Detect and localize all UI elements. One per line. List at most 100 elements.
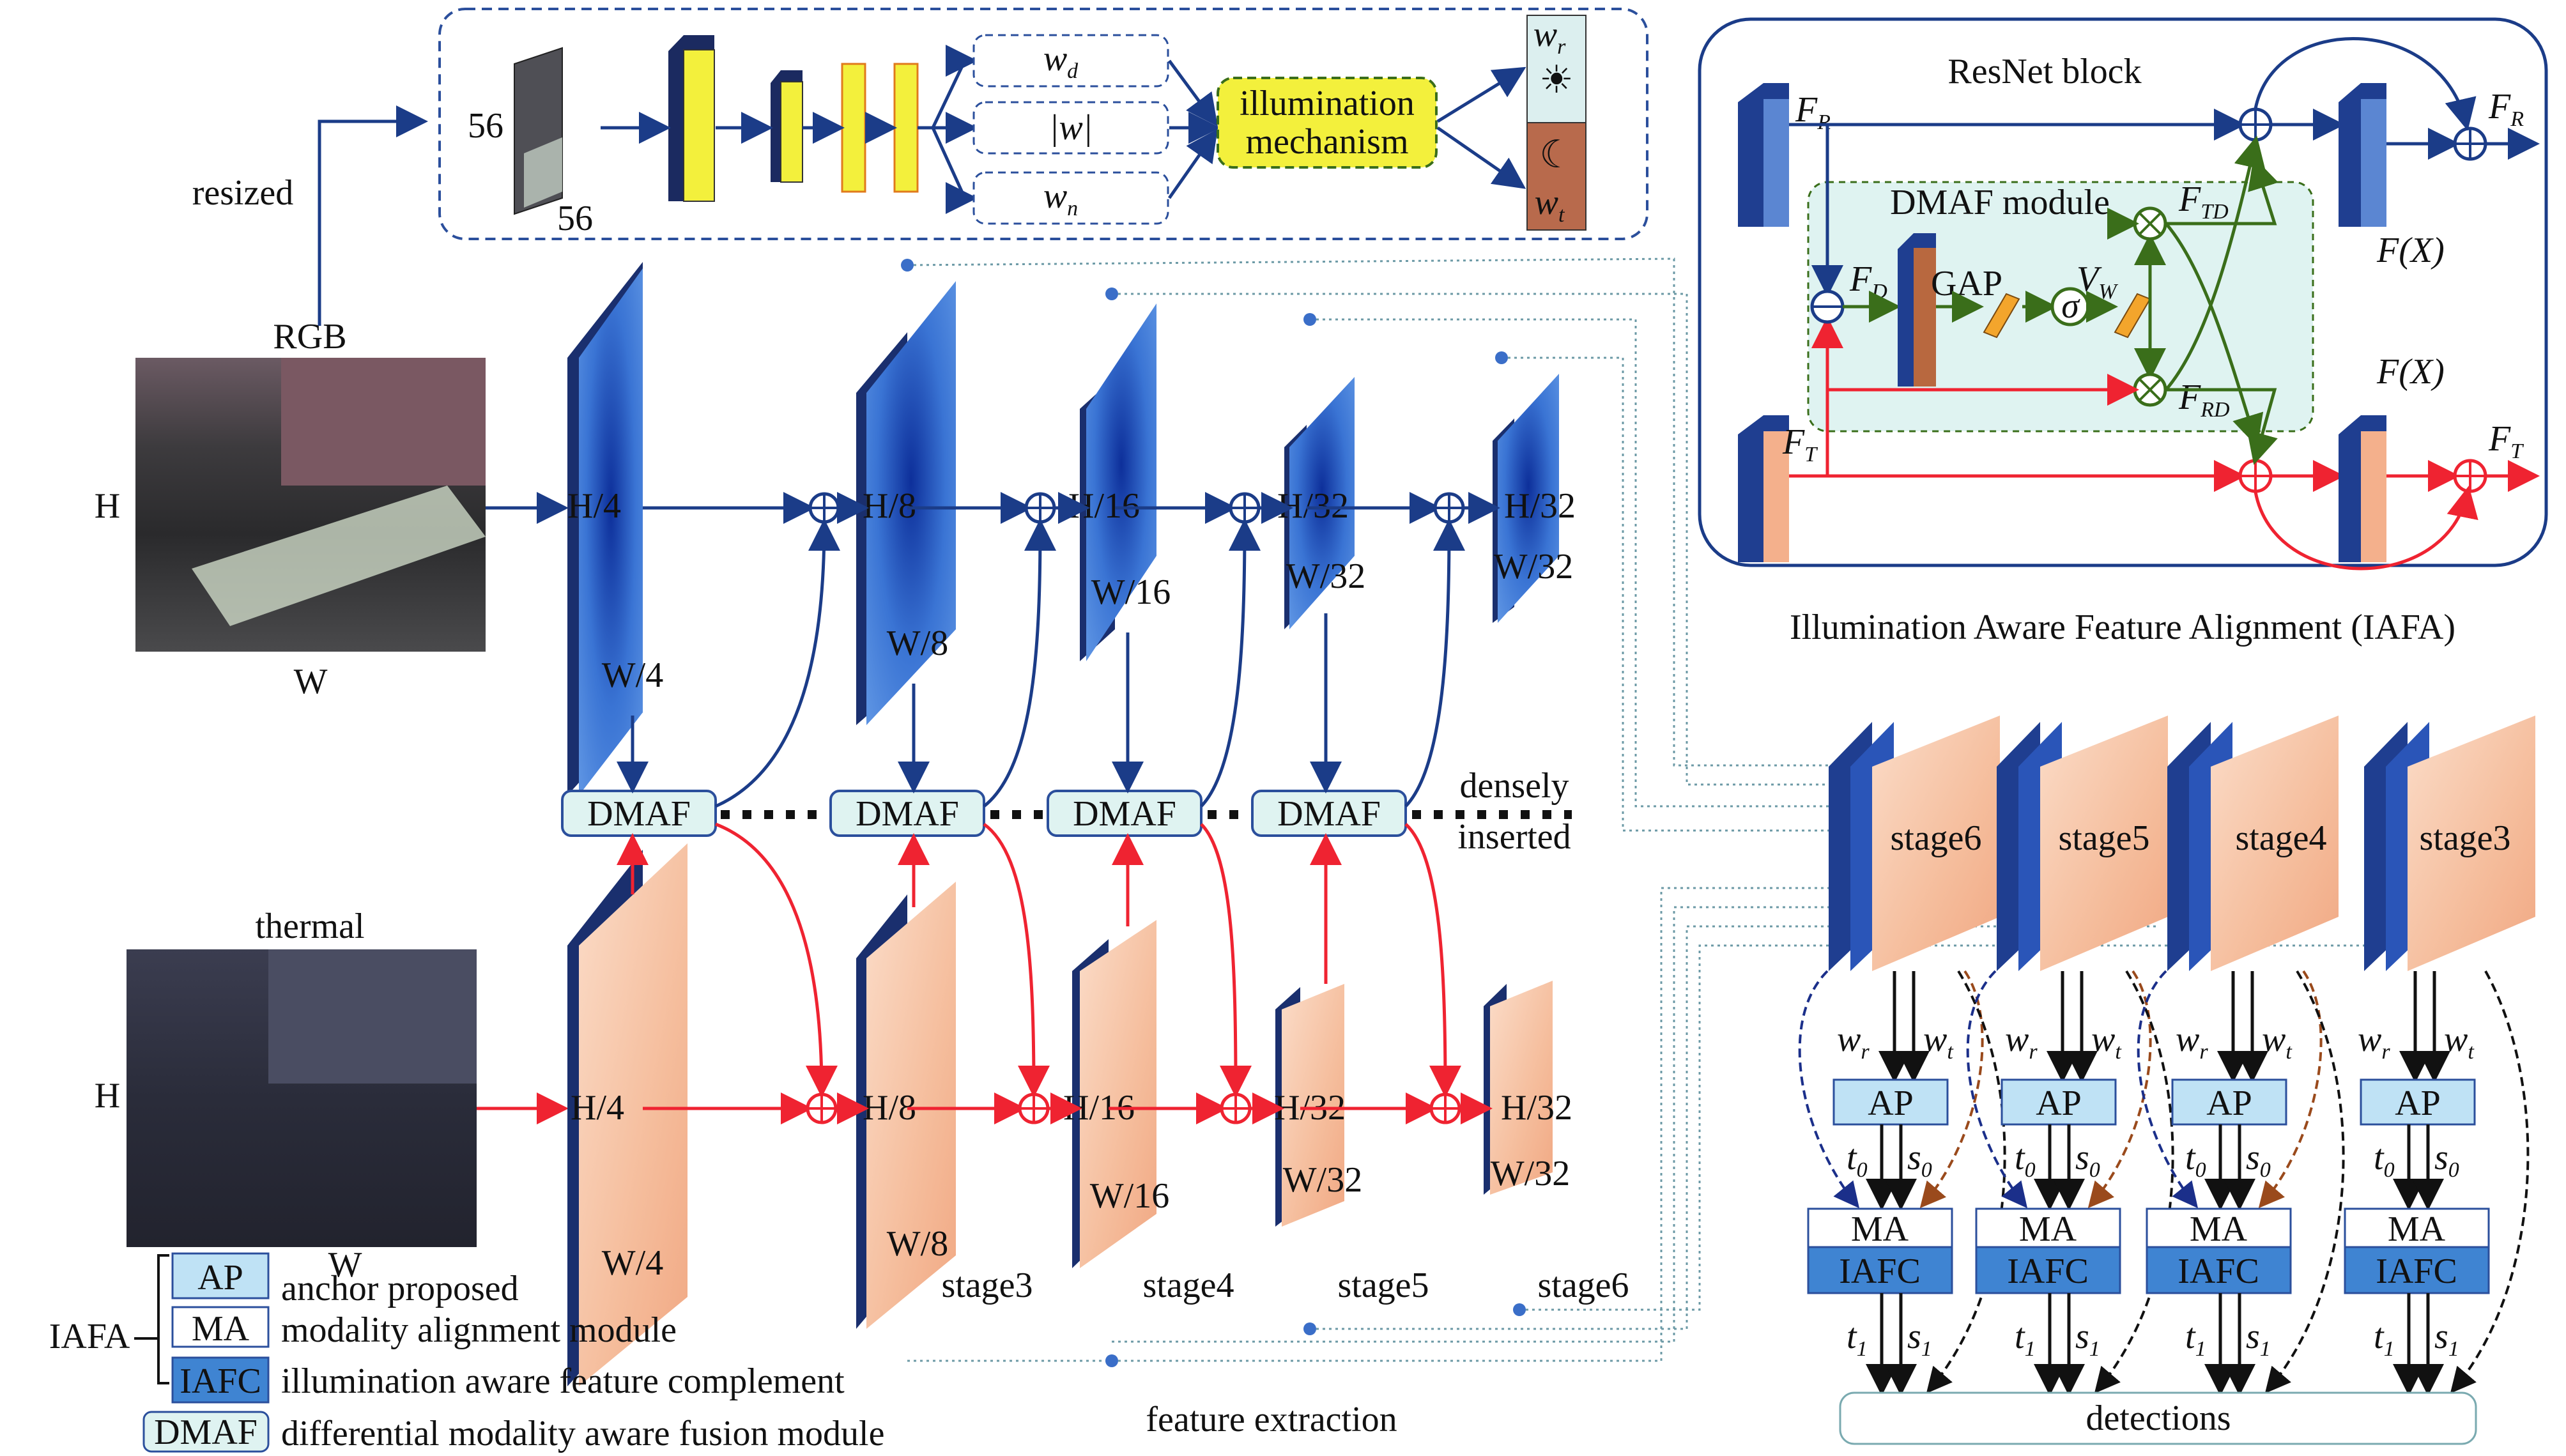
mechanism-line2: mechanism xyxy=(1245,122,1408,162)
rgb-input: RGB H W xyxy=(95,317,486,701)
densely-line1: densely xyxy=(1459,766,1569,806)
dmaf-row: DMAF DMAF DMAF DMAF densely inserted xyxy=(561,519,1572,1098)
legend: IAFA AP anchor proposed MA modality alig… xyxy=(49,1252,884,1453)
head4-s0: s0 xyxy=(2434,1138,2459,1182)
thermal-1-h: H/4 xyxy=(571,1088,624,1128)
conv-block-1-face xyxy=(683,49,715,202)
wr-weight-box xyxy=(1526,15,1586,123)
head1-s1: s1 xyxy=(1907,1317,1932,1361)
head3-s1: s1 xyxy=(2246,1317,2271,1361)
legend-ma-desc: modality alignment module xyxy=(281,1310,677,1350)
rgb-3-w: W/16 xyxy=(1091,572,1171,612)
illumination-network: 56 56 wd |w| wn illumination mechanism w… xyxy=(438,8,1648,240)
detections-label: detections xyxy=(2086,1399,2231,1438)
illumination-mechanism-box xyxy=(1217,77,1438,169)
rgb-3-h: H/16 xyxy=(1068,486,1140,526)
head-stage3-label: stage3 xyxy=(2419,818,2510,858)
rgb-label: RGB xyxy=(273,317,346,356)
ft-label: FT xyxy=(1782,422,1818,466)
stage4-label: stage4 xyxy=(1142,1266,1234,1305)
rgb-5-h: H/32 xyxy=(1504,486,1576,526)
dmaf-4-label: DMAF xyxy=(1277,794,1381,834)
day-icon: ☀ xyxy=(1539,59,1574,101)
stage5-label: stage5 xyxy=(1337,1266,1429,1305)
wd-box xyxy=(972,34,1169,88)
fc-bar-1 xyxy=(1983,293,2020,339)
head-stage6-label: stage6 xyxy=(1890,818,1981,858)
resnet-inset: ResNet block FR FT DMAF module FR F(X) xyxy=(1698,17,2548,647)
stage3-label: stage3 xyxy=(941,1266,1033,1305)
thermal-5-h: H/32 xyxy=(1501,1088,1572,1128)
thermal-5-w: W/32 xyxy=(1491,1154,1570,1193)
head2-s0: s0 xyxy=(2075,1138,2100,1182)
legend-ap-desc: anchor proposed xyxy=(281,1269,519,1308)
fd-feature-face xyxy=(1914,248,1936,387)
wn-text: wn xyxy=(1043,176,1078,220)
wabs-box xyxy=(972,101,1169,155)
dmaf-2-label: DMAF xyxy=(856,794,959,834)
head4-wr: wr xyxy=(2358,1020,2390,1064)
vw-label: VW xyxy=(2077,259,2118,303)
legend-ma: MA xyxy=(192,1309,250,1349)
head1-ap: AP xyxy=(1868,1084,1914,1123)
rgb-4-h: H/32 xyxy=(1277,486,1349,526)
head3-ma-box xyxy=(2146,1207,2292,1248)
head2-wt: wt xyxy=(2091,1020,2122,1064)
rgb-1-h: H/4 xyxy=(567,486,621,526)
rgb-4-w: W/32 xyxy=(1286,556,1365,596)
head3-t1: t1 xyxy=(2185,1317,2206,1361)
head4-s1: s1 xyxy=(2434,1317,2459,1361)
gap-label: GAP xyxy=(1931,264,2002,303)
legend-ap-box xyxy=(171,1252,270,1299)
head2-wr: wr xyxy=(2005,1020,2038,1064)
head3-iafc: IAFC xyxy=(2178,1252,2259,1291)
head3-iafc-box xyxy=(2146,1246,2292,1294)
head3-wr: wr xyxy=(2176,1020,2208,1064)
dmaf-module-title: DMAF module xyxy=(1890,183,2110,222)
head3-ap: AP xyxy=(2206,1084,2252,1123)
thermal-feature-1-face xyxy=(579,843,688,1386)
rgb-crosswalk xyxy=(192,486,486,626)
sigma-label: σ xyxy=(2061,286,2080,326)
night-icon: ☾ xyxy=(1539,134,1574,176)
mechanism-line1: illumination xyxy=(1240,84,1415,123)
fx-blue-label: F(X) xyxy=(2376,231,2445,270)
head3-s0: s0 xyxy=(2246,1138,2271,1182)
head1-ap-box xyxy=(1832,1078,1949,1126)
dmaf-3-label: DMAF xyxy=(1073,794,1176,834)
head2-ma: MA xyxy=(2019,1209,2077,1249)
legend-ma-box xyxy=(171,1306,270,1348)
rgb-feature-5-face xyxy=(1498,374,1559,623)
wt-text: wt xyxy=(1535,183,1565,227)
thermal-resblock-face xyxy=(2361,431,2386,562)
thermal-label: thermal xyxy=(255,907,364,946)
thermal-feature-4-face xyxy=(1282,984,1344,1227)
legend-iafa: IAFA xyxy=(49,1317,130,1356)
fc-layer-1 xyxy=(841,63,866,193)
rgb-feature-3-face xyxy=(1086,303,1156,661)
head2-t0: t0 xyxy=(2015,1138,2036,1182)
detections-box xyxy=(1839,1391,2477,1445)
head3-wt: wt xyxy=(2262,1020,2293,1064)
rgb-resblock-face xyxy=(2361,99,2386,227)
resized-width: 56 xyxy=(557,199,593,238)
head2-iafc: IAFC xyxy=(2007,1252,2089,1291)
rgb-w-label: W xyxy=(294,662,328,701)
fr-face xyxy=(1763,99,1789,227)
wt-weight-box xyxy=(1526,122,1586,231)
fc-layer-2 xyxy=(893,63,919,193)
ftd-label: FTD xyxy=(2178,180,2229,224)
head2-s1: s1 xyxy=(2075,1317,2100,1361)
head4-ma: MA xyxy=(2388,1209,2446,1249)
head1-ma: MA xyxy=(1851,1209,1909,1249)
wabs-text: |w| xyxy=(1049,108,1093,148)
head1-wt: wt xyxy=(1923,1020,1954,1064)
dmaf-1-label: DMAF xyxy=(587,794,691,834)
rgb-h-label: H xyxy=(95,486,120,526)
detection-heads: stage6 wr wt AP t0 s0 MA IAFC t1 s1 xyxy=(1798,716,2535,1445)
iafa-caption: Illumination Aware Feature Alignment (IA… xyxy=(1790,608,2455,647)
thermal-4-w: W/32 xyxy=(1283,1160,1362,1200)
head-stage5-label: stage5 xyxy=(2058,818,2149,858)
wn-box xyxy=(972,171,1169,225)
